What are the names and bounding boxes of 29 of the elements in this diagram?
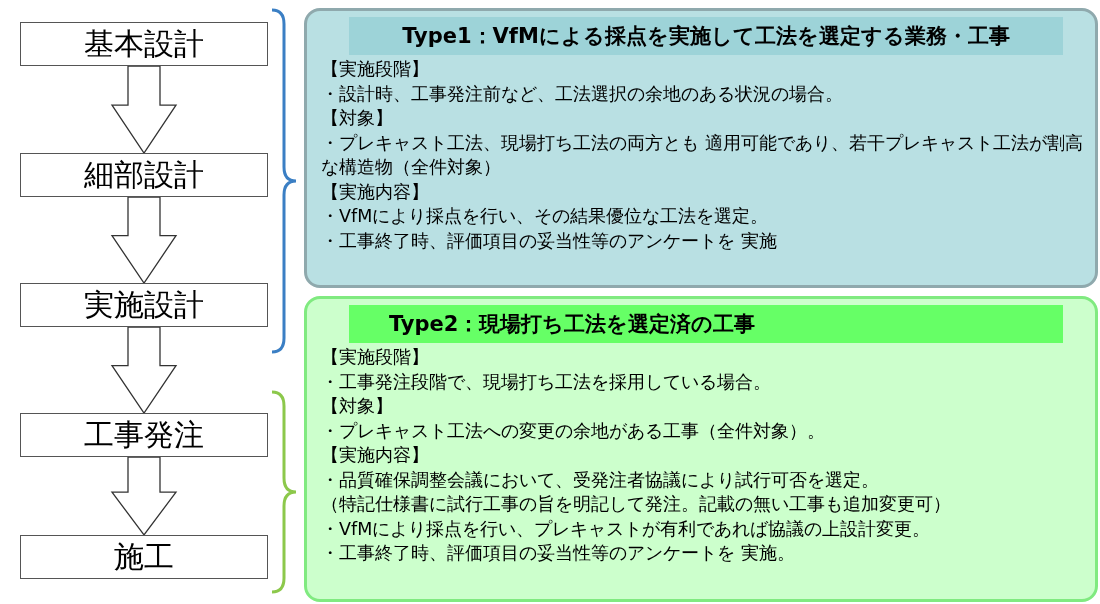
process-box: 実施設計 (20, 283, 268, 327)
panel-text: ・プレキャスト工法への変更の余地がある工事（全件対象）。 (321, 419, 826, 443)
heading-band: Type1：VfMによる採点を実施して工法を選定する業務・工事 (349, 17, 1063, 55)
panel-text: ・VfMにより採点を行い、その結果優位な工法を選定。 (321, 205, 770, 228)
panel-text: 【対象】 (321, 107, 394, 130)
panel-text: （特記仕様書に試行工事の旨を明記して発注。記載の無い工事も追加変更可） (321, 493, 952, 516)
panel-text: 【対象】 (321, 395, 394, 418)
panel-text: ・工事終了時、評価項目の妥当性等のアンケートを 実施。 (321, 542, 796, 565)
heading-band: Type2：現場打ち工法を選定済の工事 (349, 305, 1063, 343)
process-box: 細部設計 (20, 153, 268, 197)
panel-text: ・工事発注段階で、現場打ち工法を採用している場合。 (321, 370, 772, 394)
panel-text: ・品質確保調整会議において、受発注者協議により試行可否を選定。 (321, 468, 880, 492)
process-box: 基本設計 (20, 22, 268, 66)
panel-text: 【実施段階】 (321, 346, 430, 369)
process-box: 施工 (20, 535, 268, 579)
panel-text: 【実施内容】 (321, 180, 430, 204)
panel-text: 【実施段階】 (321, 58, 430, 81)
block-arrow (110, 456, 178, 537)
panel-text: ・プレキャスト工法、現場打ち工法の両方とも 適用可能であり、若干プレキャスト工法が割高な構造物（全件対象） (321, 131, 1084, 179)
block-arrow (110, 326, 178, 415)
info-panel (304, 8, 1098, 288)
block-arrow (110, 196, 178, 285)
panel-text: ・VfMにより採点を行い、プレキャストが有利であれば協議の上設計変更。 (321, 517, 932, 541)
panel-text: ・設計時、工事発注前など、工法選択の余地のある状況の場合。 (321, 82, 844, 106)
process-box: 工事発注 (20, 413, 268, 457)
info-panel (304, 296, 1098, 602)
block-arrow (110, 65, 178, 155)
panel-text: ・工事終了時、評価項目の妥当性等のアンケートを 実施 (321, 229, 778, 253)
panel-text: 【実施内容】 (321, 444, 430, 467)
